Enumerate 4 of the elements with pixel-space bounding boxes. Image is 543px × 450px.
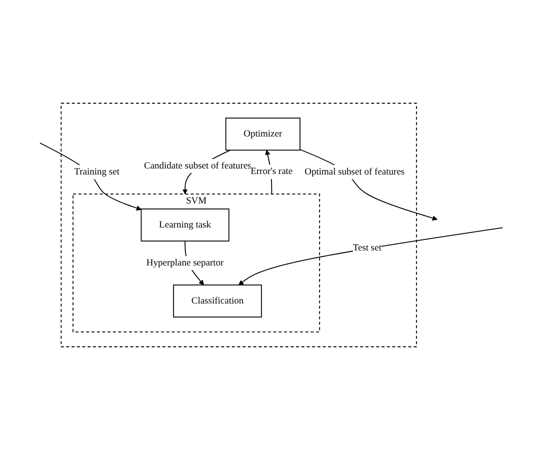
arrow [238, 227, 504, 286]
process-box: Learning task [140, 208, 230, 242]
process-box: Optimizer [225, 118, 300, 151]
process-box: Classification [173, 284, 262, 318]
